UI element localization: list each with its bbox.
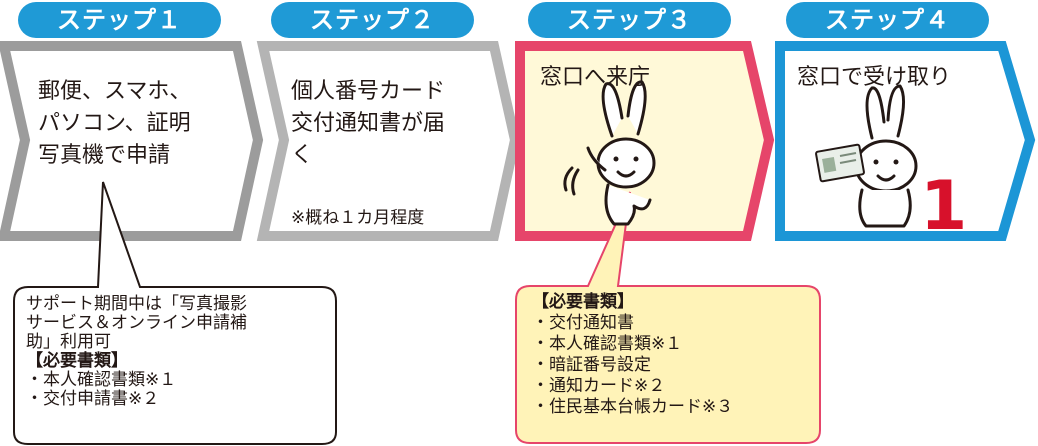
callout-right-item: ・本人確認書類※１ — [532, 334, 683, 354]
callout-left-heading: 【必要書類】 — [26, 351, 128, 371]
number-one-badge: 1 — [920, 167, 968, 246]
callout-left-item: ・本人確認書類※１ — [26, 370, 177, 390]
step3-chevron — [515, 41, 775, 241]
callout-left-line: 助」利用可 — [26, 332, 111, 352]
step2-note: ※概ね１カ月程度 — [291, 208, 425, 228]
callout-left-item: ・交付申請書※２ — [26, 389, 160, 409]
callout-right-item: ・通知カード※２ — [532, 376, 666, 396]
step1-badge: ステップ１ — [18, 2, 221, 38]
step3-text: 窓口へ来庁 — [540, 65, 651, 90]
callout-left-bubble — [13, 181, 337, 445]
callout-left-line: サポート期間中は「写真撮影 — [26, 294, 247, 314]
step2-text: 個人番号カード 交付通知書が届 く — [291, 79, 446, 168]
callout-left-text: サポート期間中は「写真撮影 サービス＆オンライン申請補 助」利用可 【必要書類】… — [26, 295, 247, 409]
step2-chevron — [256, 41, 521, 241]
callout-left-line: サービス＆オンライン申請補 — [26, 313, 247, 333]
step1-text: 郵便、スマホ、 パソコン、証明 写真機で申請 — [38, 79, 192, 168]
callout-right-bubble — [515, 191, 821, 444]
step1-chevron — [0, 41, 264, 241]
callout-right-item: ・住民基本台帳カード※３ — [532, 397, 734, 417]
step2-badge: ステップ２ — [271, 2, 474, 38]
rabbit-with-card-icon — [854, 84, 918, 228]
callout-right-heading: 【必要書類】 — [532, 292, 634, 312]
callout-right-item: ・交付通知書 — [532, 313, 634, 333]
callout-right-item: ・暗証番号設定 — [532, 355, 651, 375]
step4-chevron — [775, 41, 1036, 241]
rabbit-mascot-icon — [563, 80, 656, 226]
step4-text: 窓口で受け取り — [797, 65, 952, 90]
step4-badge: ステップ４ — [786, 2, 989, 38]
callout-right-text: 【必要書類】 ・交付通知書 ・本人確認書類※１ ・暗証番号設定 ・通知カード※２… — [532, 292, 733, 418]
step3-badge: ステップ３ — [528, 2, 731, 38]
id-card-icon — [815, 143, 865, 183]
